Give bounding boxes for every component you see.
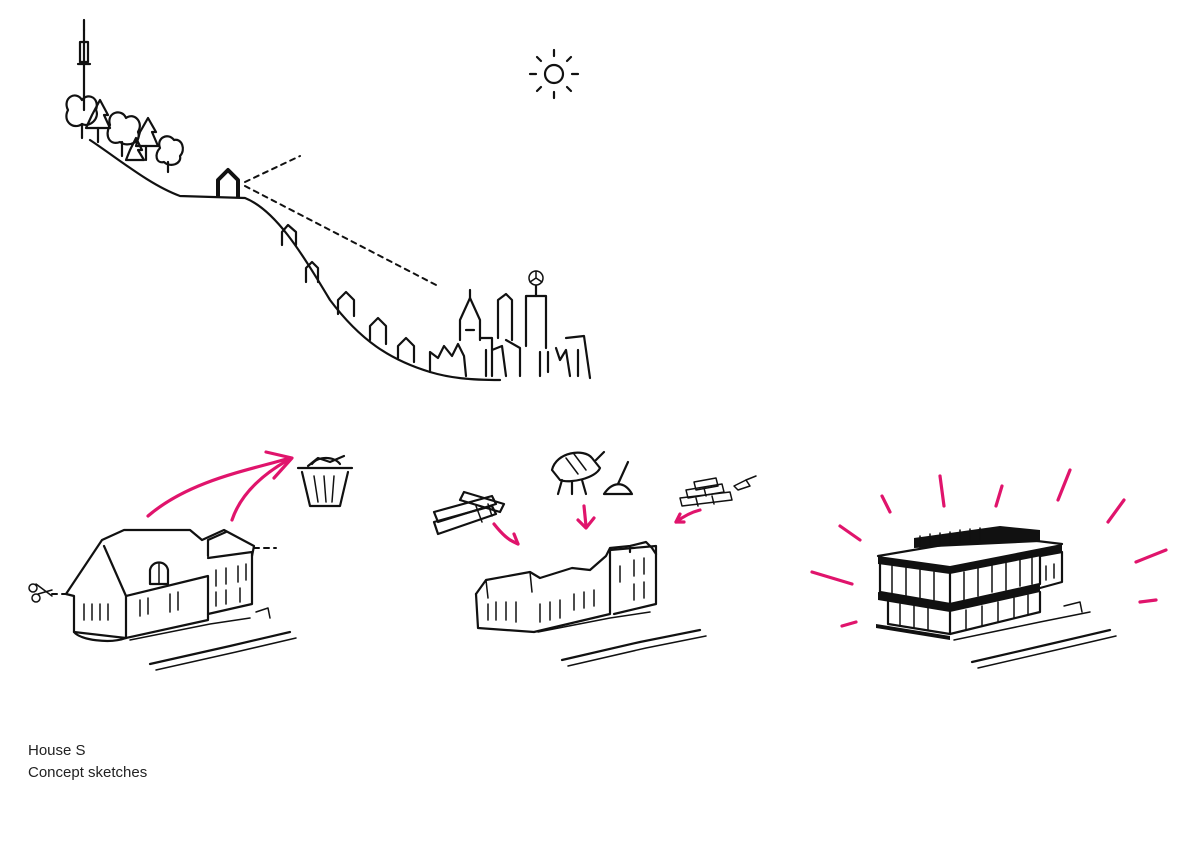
caption-title: House S <box>28 742 86 759</box>
trowel-icon <box>733 475 757 491</box>
new-house-ground-glazing <box>899 594 1029 631</box>
mercedes-star-icon <box>528 270 544 286</box>
hilltop-trees <box>65 94 184 174</box>
view-line-lower <box>244 185 439 287</box>
new-house-upper-glazing <box>891 555 1033 601</box>
rebuild-broken-roofline <box>474 540 658 596</box>
demolish-arrow-right <box>230 458 290 522</box>
rebuild-sketch <box>432 450 757 667</box>
bricks-icon <box>679 477 733 507</box>
figure-caption: House S Concept sketches <box>28 740 147 784</box>
cement-mixer-icon <box>550 450 606 496</box>
old-house-annex <box>206 550 254 616</box>
new-house-ground-front <box>886 600 952 636</box>
rebuild-tower <box>608 544 658 616</box>
new-house-street <box>970 628 1112 664</box>
rebuild-lower-walls <box>474 548 612 634</box>
old-house-windows <box>83 563 247 621</box>
new-house-mid-slab <box>878 592 950 612</box>
caption-subtitle: Concept sketches <box>28 764 148 781</box>
new-house-steps <box>1063 601 1083 613</box>
celebration-rays <box>810 468 1168 628</box>
new-house-side-annex <box>1038 550 1064 590</box>
new-house-rooftop-structure <box>914 526 1040 548</box>
material-arrow-left-head <box>508 532 520 546</box>
sun-icon <box>528 48 580 100</box>
old-house-roof <box>64 528 256 596</box>
shovel-icon <box>602 460 634 496</box>
old-house-steps <box>255 607 271 619</box>
rebuild-street <box>560 628 702 662</box>
demolish-arrow-left <box>146 456 292 518</box>
new-house-base <box>876 624 950 640</box>
hillside-landscape <box>65 18 592 382</box>
old-house-front-gable <box>64 544 128 640</box>
hilltop-house <box>216 168 240 198</box>
view-line-upper <box>244 155 301 183</box>
old-house-side-wall <box>124 574 210 640</box>
new-house-ground-side <box>948 590 1042 636</box>
city-skyline <box>428 284 592 380</box>
material-arrow-right-head <box>674 512 686 524</box>
slope-houses <box>280 223 416 364</box>
material-arrow-middle-head <box>576 516 596 530</box>
timber-beams-icon <box>432 490 506 536</box>
new-house-upper-front <box>878 562 952 606</box>
old-house-annex-roof <box>206 530 228 558</box>
new-house-sketch <box>810 468 1168 669</box>
new-house-upper-slab <box>878 556 950 574</box>
old-house-street <box>148 630 292 666</box>
hill-slope-line <box>88 138 502 382</box>
scissors-icon <box>28 583 71 603</box>
demolish-arrow-head <box>264 450 294 480</box>
old-house-dormer-window <box>148 561 170 586</box>
old-house-bay <box>72 630 128 642</box>
old-house-sketch <box>28 450 354 671</box>
material-arrow-middle <box>582 504 588 528</box>
trash-can-icon <box>296 454 354 508</box>
rebuild-windows <box>487 557 645 623</box>
